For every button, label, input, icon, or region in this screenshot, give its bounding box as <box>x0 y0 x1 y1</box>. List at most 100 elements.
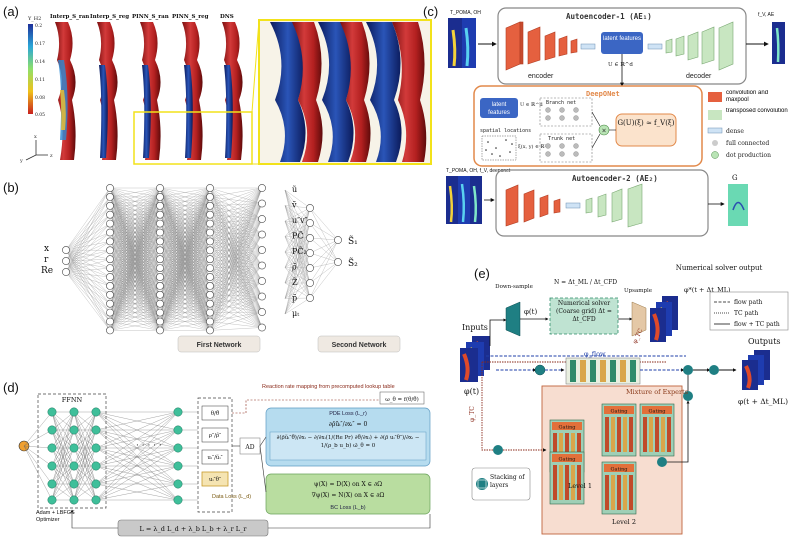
svg-text:×: × <box>601 128 606 135</box>
ffnn-node <box>91 479 101 489</box>
col-title-3: PINN_S_ran <box>132 14 169 20</box>
svg-text:Reaction rate mapping from pre: Reaction rate mapping from precomputed l… <box>262 384 395 390</box>
network-node <box>206 210 214 219</box>
first-output-label: ũ <box>292 185 297 194</box>
network-node <box>156 299 164 308</box>
svg-text:Gating: Gating <box>558 425 576 431</box>
ffnn-node <box>173 495 183 505</box>
network-node <box>106 326 114 335</box>
first-output-label: Z̃ <box>292 278 298 287</box>
network-node <box>106 228 114 237</box>
ffnn-node <box>69 479 79 489</box>
downsample-block <box>505 301 521 337</box>
network-node <box>206 273 214 281</box>
svg-text:dot production: dot production <box>726 152 771 159</box>
svg-text:Data Loss (L_d): Data Loss (L_d) <box>212 494 251 500</box>
network-node <box>156 273 164 281</box>
ffnn-node <box>47 479 57 489</box>
decoder-blocks <box>665 21 734 71</box>
network-node <box>106 210 114 219</box>
svg-text:Autoencoder-1 (AE₁): Autoencoder-1 (AE₁) <box>566 12 652 21</box>
svg-text:U ∈ ℝ^d: U ∈ ℝ^d <box>608 61 633 68</box>
ffnn-node <box>47 443 57 453</box>
network-node <box>258 230 266 239</box>
network-node <box>258 292 266 301</box>
panel-e-label: (e) <box>474 266 490 281</box>
svg-text:0.14: 0.14 <box>35 59 45 65</box>
tc-stacking-node <box>493 445 503 455</box>
panel-b-label: (b) <box>3 180 19 195</box>
svg-text:U ∈ ℝ^d: U ∈ ℝ^d <box>520 101 543 108</box>
svg-text:0.08: 0.08 <box>35 95 45 101</box>
network-node <box>106 308 114 317</box>
svg-text:Gating: Gating <box>648 409 666 415</box>
ffnn-node <box>47 461 57 471</box>
ffnn-node <box>173 407 183 417</box>
ffnn-node <box>47 425 57 435</box>
network-node <box>306 234 314 242</box>
network-node <box>106 192 114 201</box>
col-title-1: Interp_S_ran <box>50 14 89 20</box>
ffnn-node <box>47 407 57 417</box>
network-node <box>106 282 114 290</box>
network-node <box>156 192 164 201</box>
svg-text:DeepONet: DeepONet <box>586 90 620 98</box>
trunk-net <box>539 133 593 163</box>
ffnn-node <box>69 443 79 453</box>
network-node <box>156 184 164 192</box>
network-node <box>206 290 214 299</box>
svg-text:ψ(X) = D(X) on X ∈ ∂Ω: ψ(X) = D(X) on X ∈ ∂Ω <box>314 481 382 488</box>
ffnn-node <box>173 443 183 453</box>
network-node <box>206 219 214 228</box>
network-node <box>258 215 266 223</box>
network-node <box>156 282 164 290</box>
svg-text:FFNN: FFNN <box>62 396 83 404</box>
svg-text:Gating: Gating <box>558 457 576 463</box>
expert-block: Gating <box>639 403 675 457</box>
panel-a: (a) Y_H2 0.2 0.17 0.14 0.11 0.08 <box>0 0 435 170</box>
ffnn-box <box>37 393 107 509</box>
first-output-label: μₜ <box>292 309 299 318</box>
first-network-outputs: ũṽu″v″PC̃PC̃₂ρ̄Z̃p̃μₜ <box>291 185 308 318</box>
network-node <box>206 237 214 246</box>
network-node <box>258 199 266 208</box>
first-output-label: ṽ <box>291 201 297 210</box>
expert-block: Gating <box>601 461 637 515</box>
svg-text:BC Loss (L_b): BC Loss (L_b) <box>330 505 365 511</box>
expert-block: Gating <box>549 451 585 505</box>
network-node <box>206 228 214 237</box>
network-node <box>258 277 266 285</box>
autoencoder-deeponet-diagram: T_POMA, OH f_V, AE Autoencoder-1 (AE₁) e… <box>446 7 788 237</box>
network-node <box>106 201 114 210</box>
branch-net <box>539 97 593 127</box>
network-node <box>258 246 266 254</box>
svg-text:φ(t + Δt_ML): φ(t + Δt_ML) <box>738 397 788 406</box>
panel-a-figure: Y_H2 0.2 0.17 0.14 0.11 0.08 0.05 x z y … <box>19 14 432 165</box>
numerical-solver-box <box>549 297 619 335</box>
network-node <box>258 261 266 270</box>
second-network-badge <box>317 335 401 353</box>
deeponet-box <box>473 85 703 167</box>
svg-text:0.17: 0.17 <box>35 41 45 47</box>
ffnn-node <box>69 407 79 417</box>
ffnn-node <box>173 479 183 489</box>
network-node <box>106 299 114 308</box>
solver-output-images <box>650 296 678 342</box>
network-node <box>106 290 114 299</box>
network-node <box>106 317 114 326</box>
bc-loss-box <box>265 473 431 515</box>
flow-stacking-node <box>534 364 546 376</box>
input-images <box>460 336 490 382</box>
network-node <box>156 308 164 317</box>
network-node <box>106 184 114 192</box>
svg-text:∂ρ̄ũᵢ″/∂xᵢ″ = 0: ∂ρ̄ũᵢ″/∂xᵢ″ = 0 <box>329 421 368 428</box>
svg-text:Level 1: Level 1 <box>568 482 592 490</box>
svg-text:θ/θ̃: θ/θ̃ <box>211 411 220 417</box>
network-node <box>156 246 164 255</box>
omega-box <box>379 391 425 405</box>
svg-text:Autoencoder-2 (AE₂): Autoencoder-2 (AE₂) <box>572 174 658 183</box>
ffnn-node <box>91 425 101 435</box>
colorbar <box>28 24 33 114</box>
svg-text:ρ″/ρ̃″: ρ″/ρ̃″ <box>209 433 221 439</box>
network-node <box>306 204 314 212</box>
